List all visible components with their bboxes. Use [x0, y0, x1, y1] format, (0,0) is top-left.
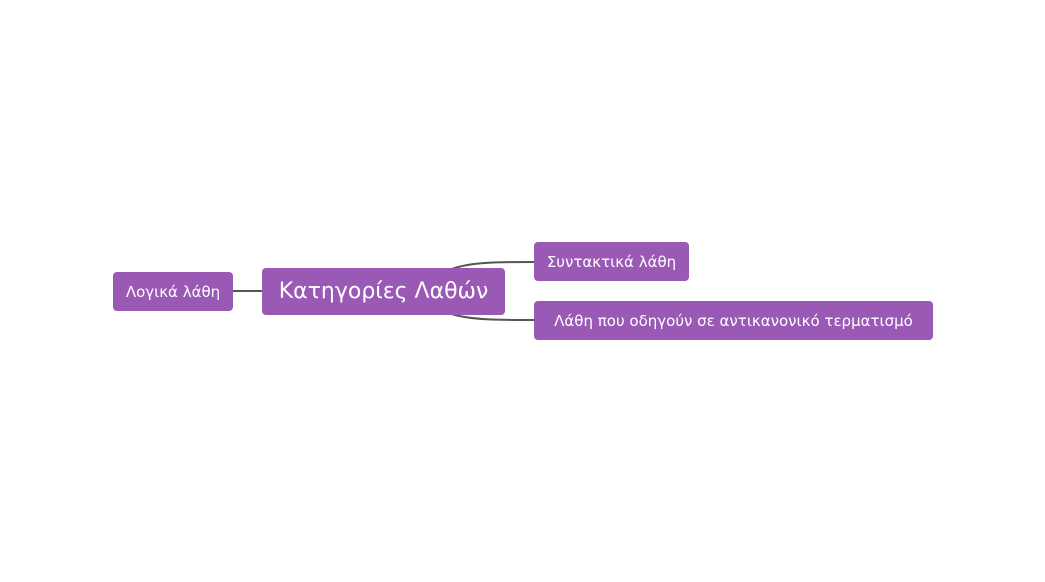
node-syntax-errors[interactable]: Συντακτικά λάθη [534, 242, 689, 281]
node-abnormal-termination-errors-label: Λάθη που οδηγούν σε αντικανονικό τερματι… [554, 311, 913, 330]
root-node[interactable]: Κατηγορίες Λαθών [262, 268, 505, 315]
node-logical-errors[interactable]: Λογικά λάθη [113, 272, 233, 311]
node-abnormal-termination-errors[interactable]: Λάθη που οδηγούν σε αντικανονικό τερματι… [534, 301, 933, 340]
connector-root-to-abnormal-termination [451, 313, 535, 321]
root-node-label: Κατηγορίες Λαθών [278, 279, 489, 304]
connector-root-to-syntax-errors [451, 261, 535, 270]
node-syntax-errors-label: Συντακτικά λάθη [546, 252, 677, 271]
node-logical-errors-label: Λογικά λάθη [125, 282, 221, 301]
